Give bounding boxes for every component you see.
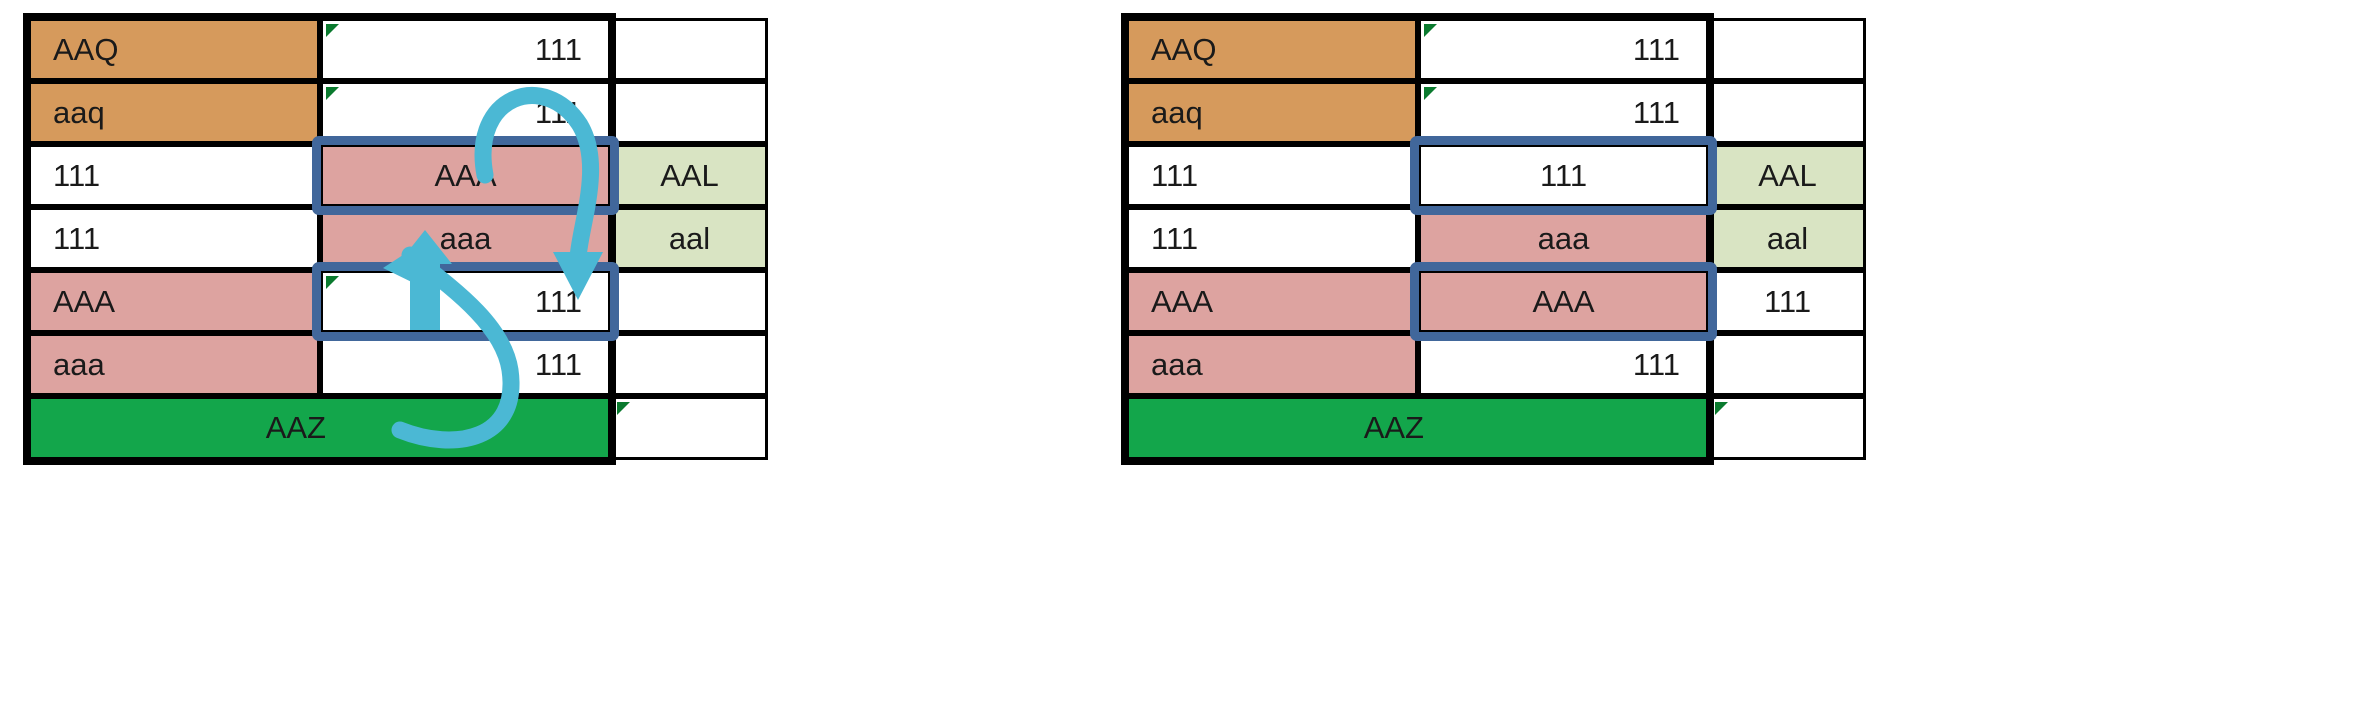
cell-text: aal [1766, 220, 1809, 256]
cell-before-r6-colA[interactable]: aaa [28, 333, 320, 396]
comment-marker-icon [326, 24, 339, 37]
cell-text: 111 [53, 157, 101, 193]
cell-after-r4-colA[interactable]: 111 [1126, 207, 1418, 270]
cell-text: AAQ [53, 31, 119, 67]
cell-before-r6-colB[interactable]: 111 [320, 333, 611, 396]
cell-before-r1-colA[interactable]: AAQ [28, 18, 320, 81]
cell-text: 111 [53, 220, 101, 256]
cell-before-r6-colC[interactable] [611, 333, 768, 396]
cell-text: aaa [53, 346, 105, 382]
comment-marker-icon [617, 402, 630, 415]
cell-before-r4-colB[interactable]: aaa [320, 207, 611, 270]
cell-text: 111 [1151, 220, 1199, 256]
cell-text: 111 [534, 94, 582, 130]
cell-before-r3-colA[interactable]: 111 [28, 144, 320, 207]
cell-text: 111 [534, 31, 582, 67]
cell-after-r3-colC[interactable]: AAL [1709, 144, 1866, 207]
cell-before-r2-colC[interactable] [611, 81, 768, 144]
cell-before-r1-colC[interactable] [611, 18, 768, 81]
cell-after-r1-colA[interactable]: AAQ [1126, 18, 1418, 81]
cell-before-r4-colA[interactable]: 111 [28, 207, 320, 270]
cell-text: AAL [1758, 157, 1817, 193]
cell-text: 111 [1763, 283, 1812, 319]
cell-after-r5-colC[interactable]: 111 [1709, 270, 1866, 333]
cell-text: 111 [1632, 346, 1680, 382]
comment-marker-icon [326, 87, 339, 100]
cell-text: 111 [534, 283, 582, 319]
grid-after: AAQ aaq 111 111 AAA aaa AAZ 111 111 111 … [1121, 13, 1866, 465]
cell-before-r2-colB[interactable]: 111 [320, 81, 611, 144]
comment-marker-icon [1424, 24, 1437, 37]
cell-text: AAZ [1363, 410, 1424, 445]
cell-text: aaa [439, 220, 492, 256]
cell-text: 111 [1632, 31, 1680, 67]
grid-before: AAQ aaq 111 111 AAA aaa AAZ 111 111 AAA … [23, 13, 768, 465]
cell-text: AAQ [1151, 31, 1217, 67]
spreadsheet-panel-after: AAQ aaq 111 111 AAA aaa AAZ 111 111 111 … [1121, 13, 1866, 465]
cell-text: aaq [1151, 94, 1203, 130]
cell-before-r7-colC[interactable] [611, 396, 768, 460]
cell-before-r5-colB[interactable]: 111 [320, 270, 611, 333]
comment-marker-icon [1715, 402, 1728, 415]
cell-before-r3-colC[interactable]: AAL [611, 144, 768, 207]
cell-after-r6-colC[interactable] [1709, 333, 1866, 396]
cell-before-r5-colC[interactable] [611, 270, 768, 333]
cell-text: AAA [434, 157, 497, 193]
cell-before-r3-colB[interactable]: AAA [320, 144, 611, 207]
cell-after-r6-colB[interactable]: 111 [1418, 333, 1709, 396]
cell-after-r4-colC[interactable]: aal [1709, 207, 1866, 270]
comment-marker-icon [326, 276, 339, 289]
cell-after-r1-colB[interactable]: 111 [1418, 18, 1709, 81]
cell-after-r3-colB[interactable]: 111 [1418, 144, 1709, 207]
cell-after-r7-merged[interactable]: AAZ [1126, 396, 1709, 460]
cell-before-r1-colB[interactable]: 111 [320, 18, 611, 81]
cell-after-r4-colB[interactable]: aaa [1418, 207, 1709, 270]
cell-text: 111 [534, 346, 582, 382]
cell-text: 111 [1539, 157, 1588, 193]
spreadsheet-panel-before: AAQ aaq 111 111 AAA aaa AAZ 111 111 AAA … [23, 13, 768, 465]
cell-text: 111 [1632, 94, 1680, 130]
cell-before-r4-colC[interactable]: aal [611, 207, 768, 270]
cell-text: aal [668, 220, 711, 256]
cell-after-r2-colC[interactable] [1709, 81, 1866, 144]
cell-before-r5-colA[interactable]: AAA [28, 270, 320, 333]
cell-text: AAL [660, 157, 719, 193]
cell-before-r2-colA[interactable]: aaq [28, 81, 320, 144]
cell-text: aaq [53, 94, 105, 130]
cell-after-r3-colA[interactable]: 111 [1126, 144, 1418, 207]
cell-after-r2-colA[interactable]: aaq [1126, 81, 1418, 144]
cell-after-r1-colC[interactable] [1709, 18, 1866, 81]
cell-text: aaa [1537, 220, 1590, 256]
cell-text: 111 [1151, 157, 1199, 193]
cell-before-r7-merged[interactable]: AAZ [28, 396, 611, 460]
cell-text: aaa [1151, 346, 1203, 382]
cell-text: AAZ [265, 410, 326, 445]
cell-after-r5-colB[interactable]: AAA [1418, 270, 1709, 333]
comment-marker-icon [1424, 87, 1437, 100]
cell-after-r7-colC[interactable] [1709, 396, 1866, 460]
cell-text: AAA [1532, 283, 1595, 319]
cell-after-r5-colA[interactable]: AAA [1126, 270, 1418, 333]
cell-text: AAA [1151, 283, 1214, 319]
cell-after-r6-colA[interactable]: aaa [1126, 333, 1418, 396]
cell-text: AAA [53, 283, 116, 319]
cell-after-r2-colB[interactable]: 111 [1418, 81, 1709, 144]
